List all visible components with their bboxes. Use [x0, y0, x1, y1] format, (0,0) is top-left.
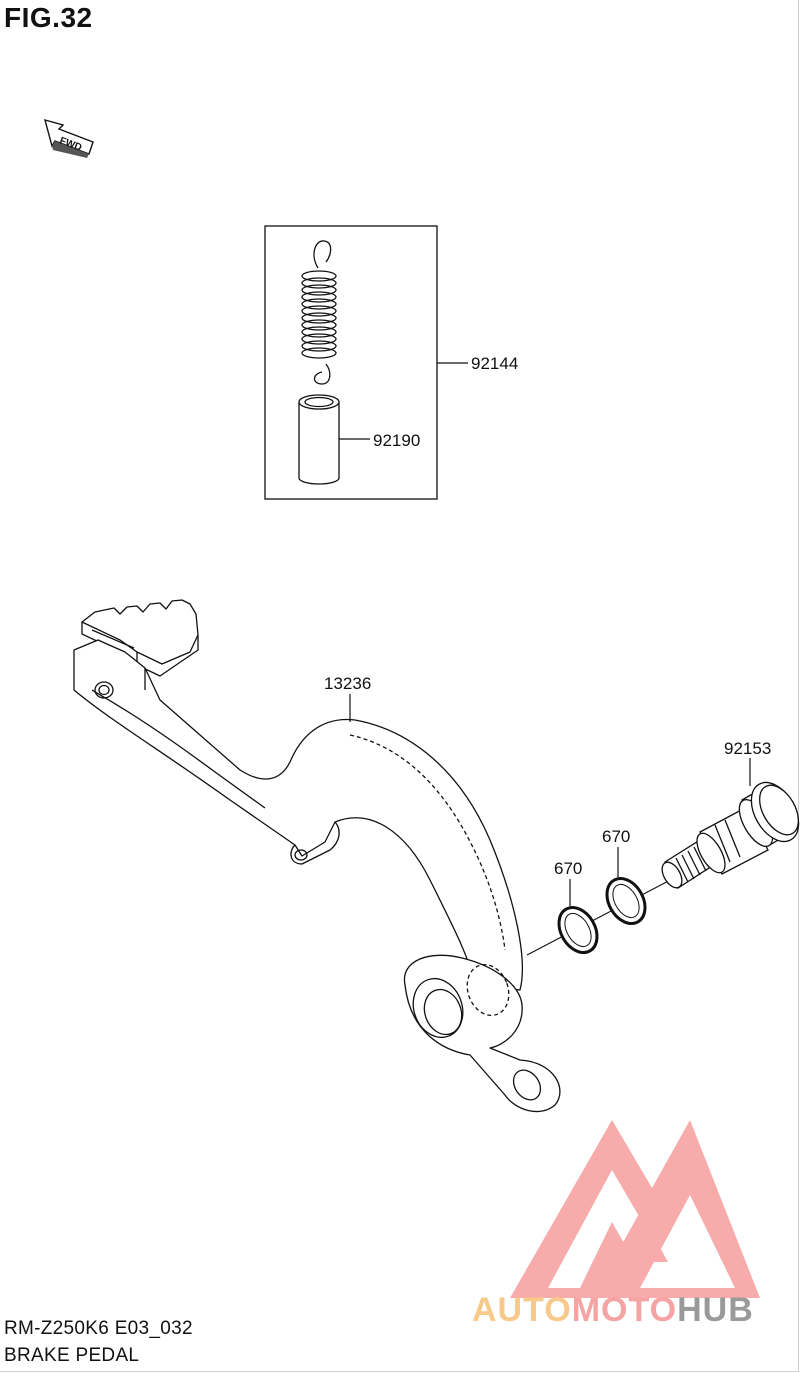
watermark-moto: MOTO	[572, 1291, 677, 1329]
watermark-text: AUTOMOTOHUB	[472, 1291, 754, 1329]
watermark-auto: AUTO	[472, 1291, 572, 1329]
assembly-axis-line	[526, 875, 679, 956]
model-code: RM-Z250K6 E03_032	[4, 1318, 193, 1339]
brake-pedal-icon	[73, 599, 561, 1113]
part-label-92153: 92153	[724, 739, 771, 758]
part-label-92144: 92144	[471, 354, 518, 373]
part-label-13236: 13236	[324, 674, 371, 693]
part-label-92190: 92190	[373, 431, 420, 450]
o-ring-inner-icon	[557, 906, 599, 954]
spacer-sleeve-icon	[298, 394, 340, 485]
forward-arrow-icon: FWD	[44, 118, 94, 158]
figure-name: BRAKE PEDAL	[4, 1345, 140, 1366]
figure-title: FIG.32	[4, 2, 93, 33]
o-ring-outer-icon	[605, 877, 647, 925]
spring-kit-box	[264, 225, 438, 500]
pivot-bolt-icon	[661, 781, 800, 889]
watermark-logo-icon	[510, 1120, 760, 1298]
part-label-670-outer: 670	[602, 827, 630, 846]
return-spring-icon	[301, 240, 337, 385]
part-label-670-inner: 670	[554, 859, 582, 878]
watermark-hub: HUB	[677, 1291, 754, 1329]
